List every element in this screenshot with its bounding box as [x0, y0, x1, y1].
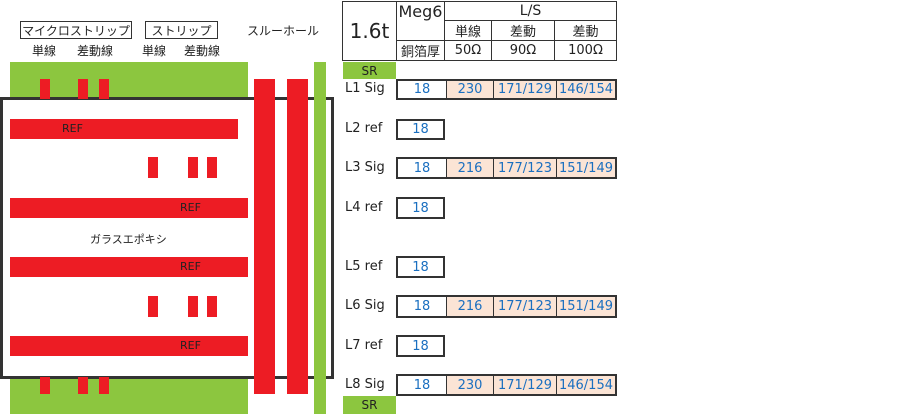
l1-diff100: 146/154 [557, 81, 615, 98]
imp-90-cell: 90Ω [491, 40, 555, 61]
layer-row-l6: 18 216 177/123 151/149 [396, 295, 617, 318]
through-hole-barrel-right [287, 79, 308, 394]
glass-epoxy-label: ガラスエポキシ [90, 233, 167, 246]
thickness-cell: 1.6t [342, 1, 397, 61]
imp-100-cell: 100Ω [554, 40, 617, 61]
thickness-value: 1.6t [349, 19, 390, 43]
l8-diff-trace-a [78, 377, 88, 394]
l6-single-trace [148, 296, 158, 317]
l2-copper: 18 [412, 122, 429, 137]
single-line-label-1: 単線 [32, 44, 57, 58]
diff-line-label-1: 差動線 [77, 44, 114, 58]
copper-header: 銅箔厚 [400, 45, 440, 60]
col-single-cell: 単線 [444, 20, 492, 41]
imp-50-cell: 50Ω [444, 40, 492, 61]
col-single: 単線 [454, 25, 481, 40]
l8-diff100: 146/154 [557, 376, 615, 394]
l5-ref-label: REF [180, 260, 201, 273]
col-diff90-cell: 差動 [491, 20, 555, 41]
l1-diff-trace-a [78, 79, 88, 99]
l6-diff-trace-a [188, 296, 198, 317]
ls-header-cell: L/S [444, 1, 617, 21]
col-diff-2: 差動 [572, 25, 599, 40]
l1-copper: 18 [398, 81, 447, 98]
l1-diff90: 171/129 [494, 81, 557, 98]
l3-diff-trace-b [207, 157, 217, 178]
stripline-label: ストリップ [151, 23, 212, 38]
col-diff100-cell: 差動 [554, 20, 617, 41]
l5-ref-plane [10, 257, 248, 277]
l6-diff100: 151/149 [557, 297, 615, 316]
l8-diff-trace-b [99, 377, 109, 394]
material-cell: Meg6 [396, 1, 445, 41]
sr-bottom-label: SR [343, 396, 396, 414]
layer-row-l4: 18 [396, 197, 445, 219]
sr-top-text: SR [361, 63, 378, 78]
l8-diff90: 171/129 [494, 376, 557, 394]
l6-single: 216 [447, 297, 494, 316]
col-diff-1: 差動 [509, 25, 536, 40]
l7-ref-label: REF [180, 339, 201, 352]
l1-single: 230 [447, 81, 494, 98]
l7-ref-plane [10, 336, 248, 356]
layer-label-l4: L4 ref [345, 200, 383, 215]
through-hole-label: スルーホール [247, 24, 320, 38]
layer-row-l2: 18 [396, 119, 445, 140]
through-hole-resist [314, 62, 326, 414]
l3-copper: 18 [398, 159, 447, 177]
layer-label-l3: L3 Sig [345, 160, 385, 175]
stripline-label-box: ストリップ [145, 21, 218, 39]
imp-50: 50Ω [454, 43, 482, 58]
layer-row-l5: 18 [396, 256, 445, 278]
layer-row-l7: 18 [396, 335, 445, 357]
layer-label-l7: L7 ref [345, 338, 383, 353]
l8-single-trace [40, 377, 50, 394]
layer-label-l5: L5 ref [345, 259, 383, 274]
l8-single: 230 [447, 376, 494, 394]
imp-100: 100Ω [568, 43, 603, 58]
l6-diff90: 177/123 [494, 297, 557, 316]
imp-90: 90Ω [509, 43, 537, 58]
ls-header: L/S [519, 3, 542, 19]
l3-single-trace [148, 157, 158, 178]
l4-ref-plane [10, 198, 248, 218]
l1-single-trace [40, 79, 50, 99]
l2-ref-plane [10, 119, 238, 139]
layer-row-l8: 18 230 171/129 146/154 [396, 374, 617, 396]
sr-bottom-text: SR [361, 398, 378, 412]
l4-copper: 18 [412, 200, 429, 216]
l3-diff90: 177/123 [494, 159, 557, 177]
diff-line-label-2: 差動線 [184, 44, 221, 58]
layer-label-l6: L6 Sig [345, 298, 385, 313]
through-hole-barrel-left [254, 79, 275, 394]
l8-copper: 18 [398, 376, 447, 394]
material-value: Meg6 [398, 2, 443, 21]
l5-copper: 18 [412, 259, 429, 275]
microstrip-label: マイクロストリップ [22, 23, 130, 38]
layer-label-l2: L2 ref [345, 121, 383, 136]
l3-diff-trace-a [188, 157, 198, 178]
l7-copper: 18 [412, 338, 429, 354]
layer-row-l3: 18 216 177/123 151/149 [396, 157, 617, 179]
copper-header-cell: 銅箔厚 [396, 40, 445, 61]
l4-ref-label: REF [180, 201, 201, 214]
layer-row-l1: 18 230 171/129 146/154 [396, 79, 617, 100]
l3-single: 216 [447, 159, 494, 177]
layer-label-l1: L1 Sig [345, 81, 385, 96]
glass-epoxy-core [0, 97, 334, 379]
layer-label-l8: L8 Sig [345, 377, 385, 392]
single-line-label-2: 単線 [142, 44, 167, 58]
l6-diff-trace-b [207, 296, 217, 317]
l6-copper: 18 [398, 297, 447, 316]
microstrip-label-box: マイクロストリップ [20, 21, 132, 39]
l3-diff100: 151/149 [557, 159, 615, 177]
l2-ref-label: REF [62, 122, 83, 135]
l1-diff-trace-b [99, 79, 109, 99]
sr-top-label: SR [343, 62, 396, 79]
